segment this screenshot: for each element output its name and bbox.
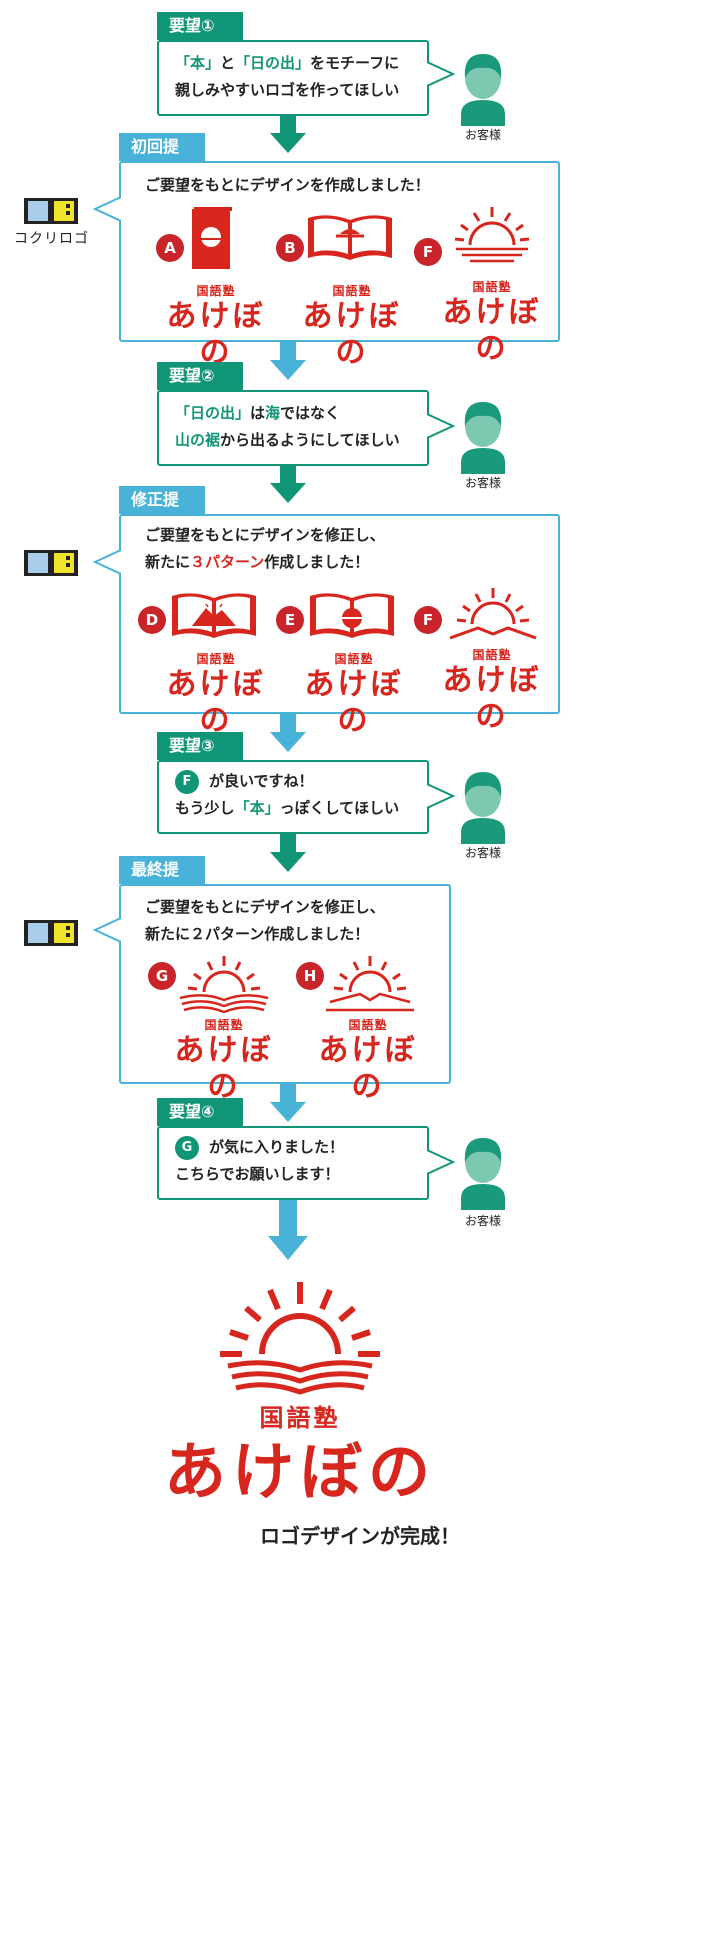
customer-icon	[461, 54, 505, 126]
proposal-3-tag: 最終提案	[119, 856, 205, 907]
request-1-text: 「本」と「日の出」をモチーフに 親しみやすいロゴを作ってほしい	[175, 54, 400, 99]
bubble-pointer	[427, 783, 456, 809]
proposal-1-tag: 初回提案	[119, 133, 205, 184]
customer-icon	[461, 772, 505, 844]
bubble-pointer	[427, 1149, 456, 1175]
customer-label: お客様	[464, 1214, 501, 1228]
logo-label: 国語塾あけぼの	[174, 1018, 274, 1104]
request-4-bubble	[157, 1126, 429, 1200]
final-logo-sun-book-icon	[220, 1282, 380, 1395]
proposal-3-box	[119, 884, 451, 1084]
customer-label: お客様	[464, 476, 501, 490]
open-book-sea-sun-icon	[308, 215, 392, 260]
customer-icon	[461, 1138, 505, 1210]
sun-book-pages-icon	[326, 956, 414, 1012]
bubble-pointer	[92, 917, 121, 943]
request-3-text: が良いですね！ もう少し「本」っぽくしてほしい	[175, 772, 400, 817]
request-2-bubble	[157, 390, 429, 466]
proposal-2-message: ご要望をもとにデザインを修正し、 新たに３パターン作成しました！	[145, 526, 385, 571]
arrow-down-icon	[270, 714, 306, 752]
proposal-1-message: ご要望をもとにデザインを作成しました！	[145, 176, 430, 194]
company-logo-icon	[24, 550, 78, 576]
logo-label: 国語塾あけぼの	[166, 652, 266, 738]
logo-label: 国語塾あけぼの	[304, 652, 404, 738]
option-letter-f: F	[414, 606, 442, 634]
customer-icon	[461, 402, 505, 474]
logo-label: 国語塾あけぼの	[442, 280, 542, 366]
open-book-mountain-icon	[172, 593, 256, 638]
option-letter-e: E	[276, 606, 304, 634]
request-2-tag: 要望②	[157, 362, 243, 390]
request-1-bubble	[157, 40, 429, 116]
final-logo-label: 国語塾 あけぼの	[163, 1404, 436, 1508]
option-letter-f: F	[414, 238, 442, 266]
proposal-3-message: ご要望をもとにデザインを修正し、 新たに２パターン作成しました！	[145, 898, 385, 943]
option-letter-f: F	[175, 770, 199, 794]
arrow-down-icon	[270, 115, 306, 153]
option-letter-d: D	[138, 606, 166, 634]
proposal-2-tag: 修正提案	[119, 486, 205, 537]
sun-mountain-line-icon	[449, 588, 537, 640]
arrow-down-icon	[268, 1200, 308, 1260]
option-letter-h: H	[296, 962, 324, 990]
request-4-text: が気に入りました！ こちらでお願いします！	[175, 1138, 345, 1183]
bubble-pointer	[92, 549, 121, 575]
arrow-down-icon	[270, 342, 306, 380]
arrow-down-icon	[270, 834, 306, 872]
company-logo-text: コクリロゴ	[14, 231, 89, 247]
logo-label: 国語塾あけぼの	[302, 284, 402, 370]
completion-message: ロゴデザインが完成！	[260, 1524, 460, 1548]
book-closed-sun-icon	[192, 207, 232, 269]
option-letter-a: A	[156, 234, 184, 262]
sun-open-book-icon	[179, 956, 269, 1014]
arrow-down-icon	[270, 465, 306, 503]
bubble-pointer	[92, 196, 121, 222]
open-book-sun-icon	[310, 593, 394, 638]
bubble-pointer	[427, 413, 456, 439]
request-2-text: 「日の出」は海ではなく 山の裾から出るようにしてほしい	[175, 404, 400, 449]
logo-label: 国語塾あけぼの	[166, 284, 266, 370]
company-logo-icon	[24, 920, 78, 946]
customer-label: お客様	[464, 128, 501, 142]
customer-label: お客様	[464, 846, 501, 860]
logo-label: 国語塾あけぼの	[318, 1018, 418, 1104]
company-logo-icon	[24, 198, 78, 224]
sun-horizon-lines-icon	[454, 207, 530, 263]
logo-label: 国語塾あけぼの	[442, 648, 542, 734]
request-3-tag: 要望③	[157, 732, 243, 760]
bubble-pointer	[427, 61, 456, 87]
request-4-tag: 要望④	[157, 1098, 243, 1126]
option-letter-g: G	[175, 1136, 199, 1160]
request-1-tag: 要望①	[157, 12, 243, 40]
option-letter-g: G	[148, 962, 176, 990]
arrow-down-icon	[270, 1084, 306, 1122]
option-letter-b: B	[276, 234, 304, 262]
